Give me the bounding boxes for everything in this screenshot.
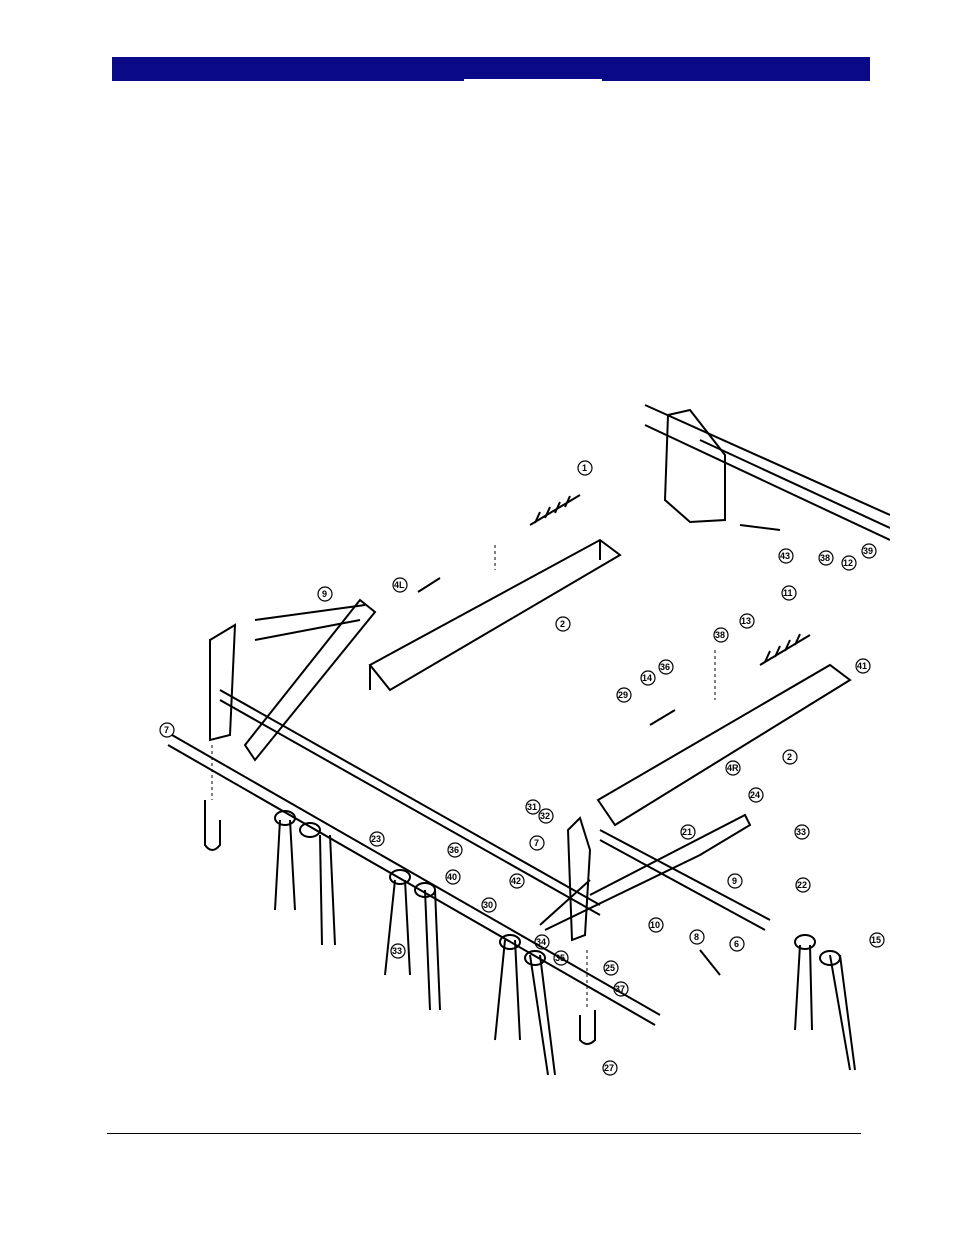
- svg-text:25: 25: [605, 963, 615, 973]
- next-page-link[interactable]: [464, 57, 950, 81]
- svg-text:8: 8: [694, 932, 699, 942]
- frame-arm-left: [368, 538, 622, 692]
- svg-text:2: 2: [560, 619, 565, 629]
- svg-text:9: 9: [732, 876, 737, 886]
- svg-text:12: 12: [843, 558, 853, 568]
- svg-text:10: 10: [650, 920, 660, 930]
- tine: [274, 819, 296, 911]
- svg-text:36: 36: [660, 662, 670, 672]
- svg-text:7: 7: [164, 725, 169, 735]
- svg-text:4R: 4R: [727, 763, 739, 773]
- parts-diagram: 1 2 2 4L 4R 6 7 7 8 9 9 10 11 12 13 14 1…: [159, 404, 890, 1076]
- svg-text:35: 35: [555, 953, 565, 963]
- frame-tube: [644, 404, 890, 541]
- svg-text:23: 23: [371, 834, 381, 844]
- svg-text:40: 40: [447, 872, 457, 882]
- svg-text:21: 21: [682, 827, 692, 837]
- right-arrow-icon: [938, 62, 950, 76]
- svg-text:11: 11: [783, 588, 793, 598]
- svg-text:29: 29: [618, 690, 628, 700]
- svg-text:24: 24: [750, 790, 760, 800]
- callout-label: 1: [582, 463, 587, 473]
- bracket-right: [566, 816, 592, 942]
- spring-center: [649, 709, 676, 726]
- header-bar: [112, 57, 950, 81]
- svg-text:39: 39: [863, 546, 873, 556]
- svg-text:6: 6: [734, 939, 739, 949]
- footer-divider: [107, 1133, 861, 1134]
- svg-text:4L: 4L: [394, 580, 405, 590]
- frame-arm-right: [596, 663, 852, 827]
- svg-text:42: 42: [511, 876, 521, 886]
- svg-text:31: 31: [527, 802, 537, 812]
- svg-text:37: 37: [615, 984, 625, 994]
- spring-mid: [417, 577, 441, 593]
- spring-top: [529, 494, 581, 526]
- svg-text:41: 41: [857, 661, 867, 671]
- svg-text:2: 2: [787, 752, 792, 762]
- lower-tube: [167, 734, 661, 1026]
- svg-text:27: 27: [604, 1063, 614, 1073]
- svg-text:38: 38: [820, 553, 830, 563]
- svg-text:34: 34: [536, 937, 546, 947]
- svg-text:15: 15: [871, 935, 881, 945]
- svg-text:22: 22: [797, 880, 807, 890]
- bracket-left: [209, 623, 237, 742]
- svg-text:30: 30: [483, 900, 493, 910]
- svg-text:32: 32: [540, 811, 550, 821]
- svg-text:7: 7: [534, 838, 539, 848]
- mount-bracket: [663, 408, 726, 524]
- u-bolt: [204, 800, 221, 851]
- cross-tube: [219, 689, 601, 916]
- svg-text:13: 13: [741, 616, 751, 626]
- svg-text:14: 14: [642, 673, 652, 683]
- svg-text:38: 38: [715, 630, 725, 640]
- svg-text:36: 36: [449, 845, 459, 855]
- svg-text:9: 9: [322, 589, 327, 599]
- svg-text:33: 33: [392, 946, 402, 956]
- svg-text:33: 33: [796, 827, 806, 837]
- rear-tube: [599, 829, 771, 931]
- svg-text:43: 43: [780, 551, 790, 561]
